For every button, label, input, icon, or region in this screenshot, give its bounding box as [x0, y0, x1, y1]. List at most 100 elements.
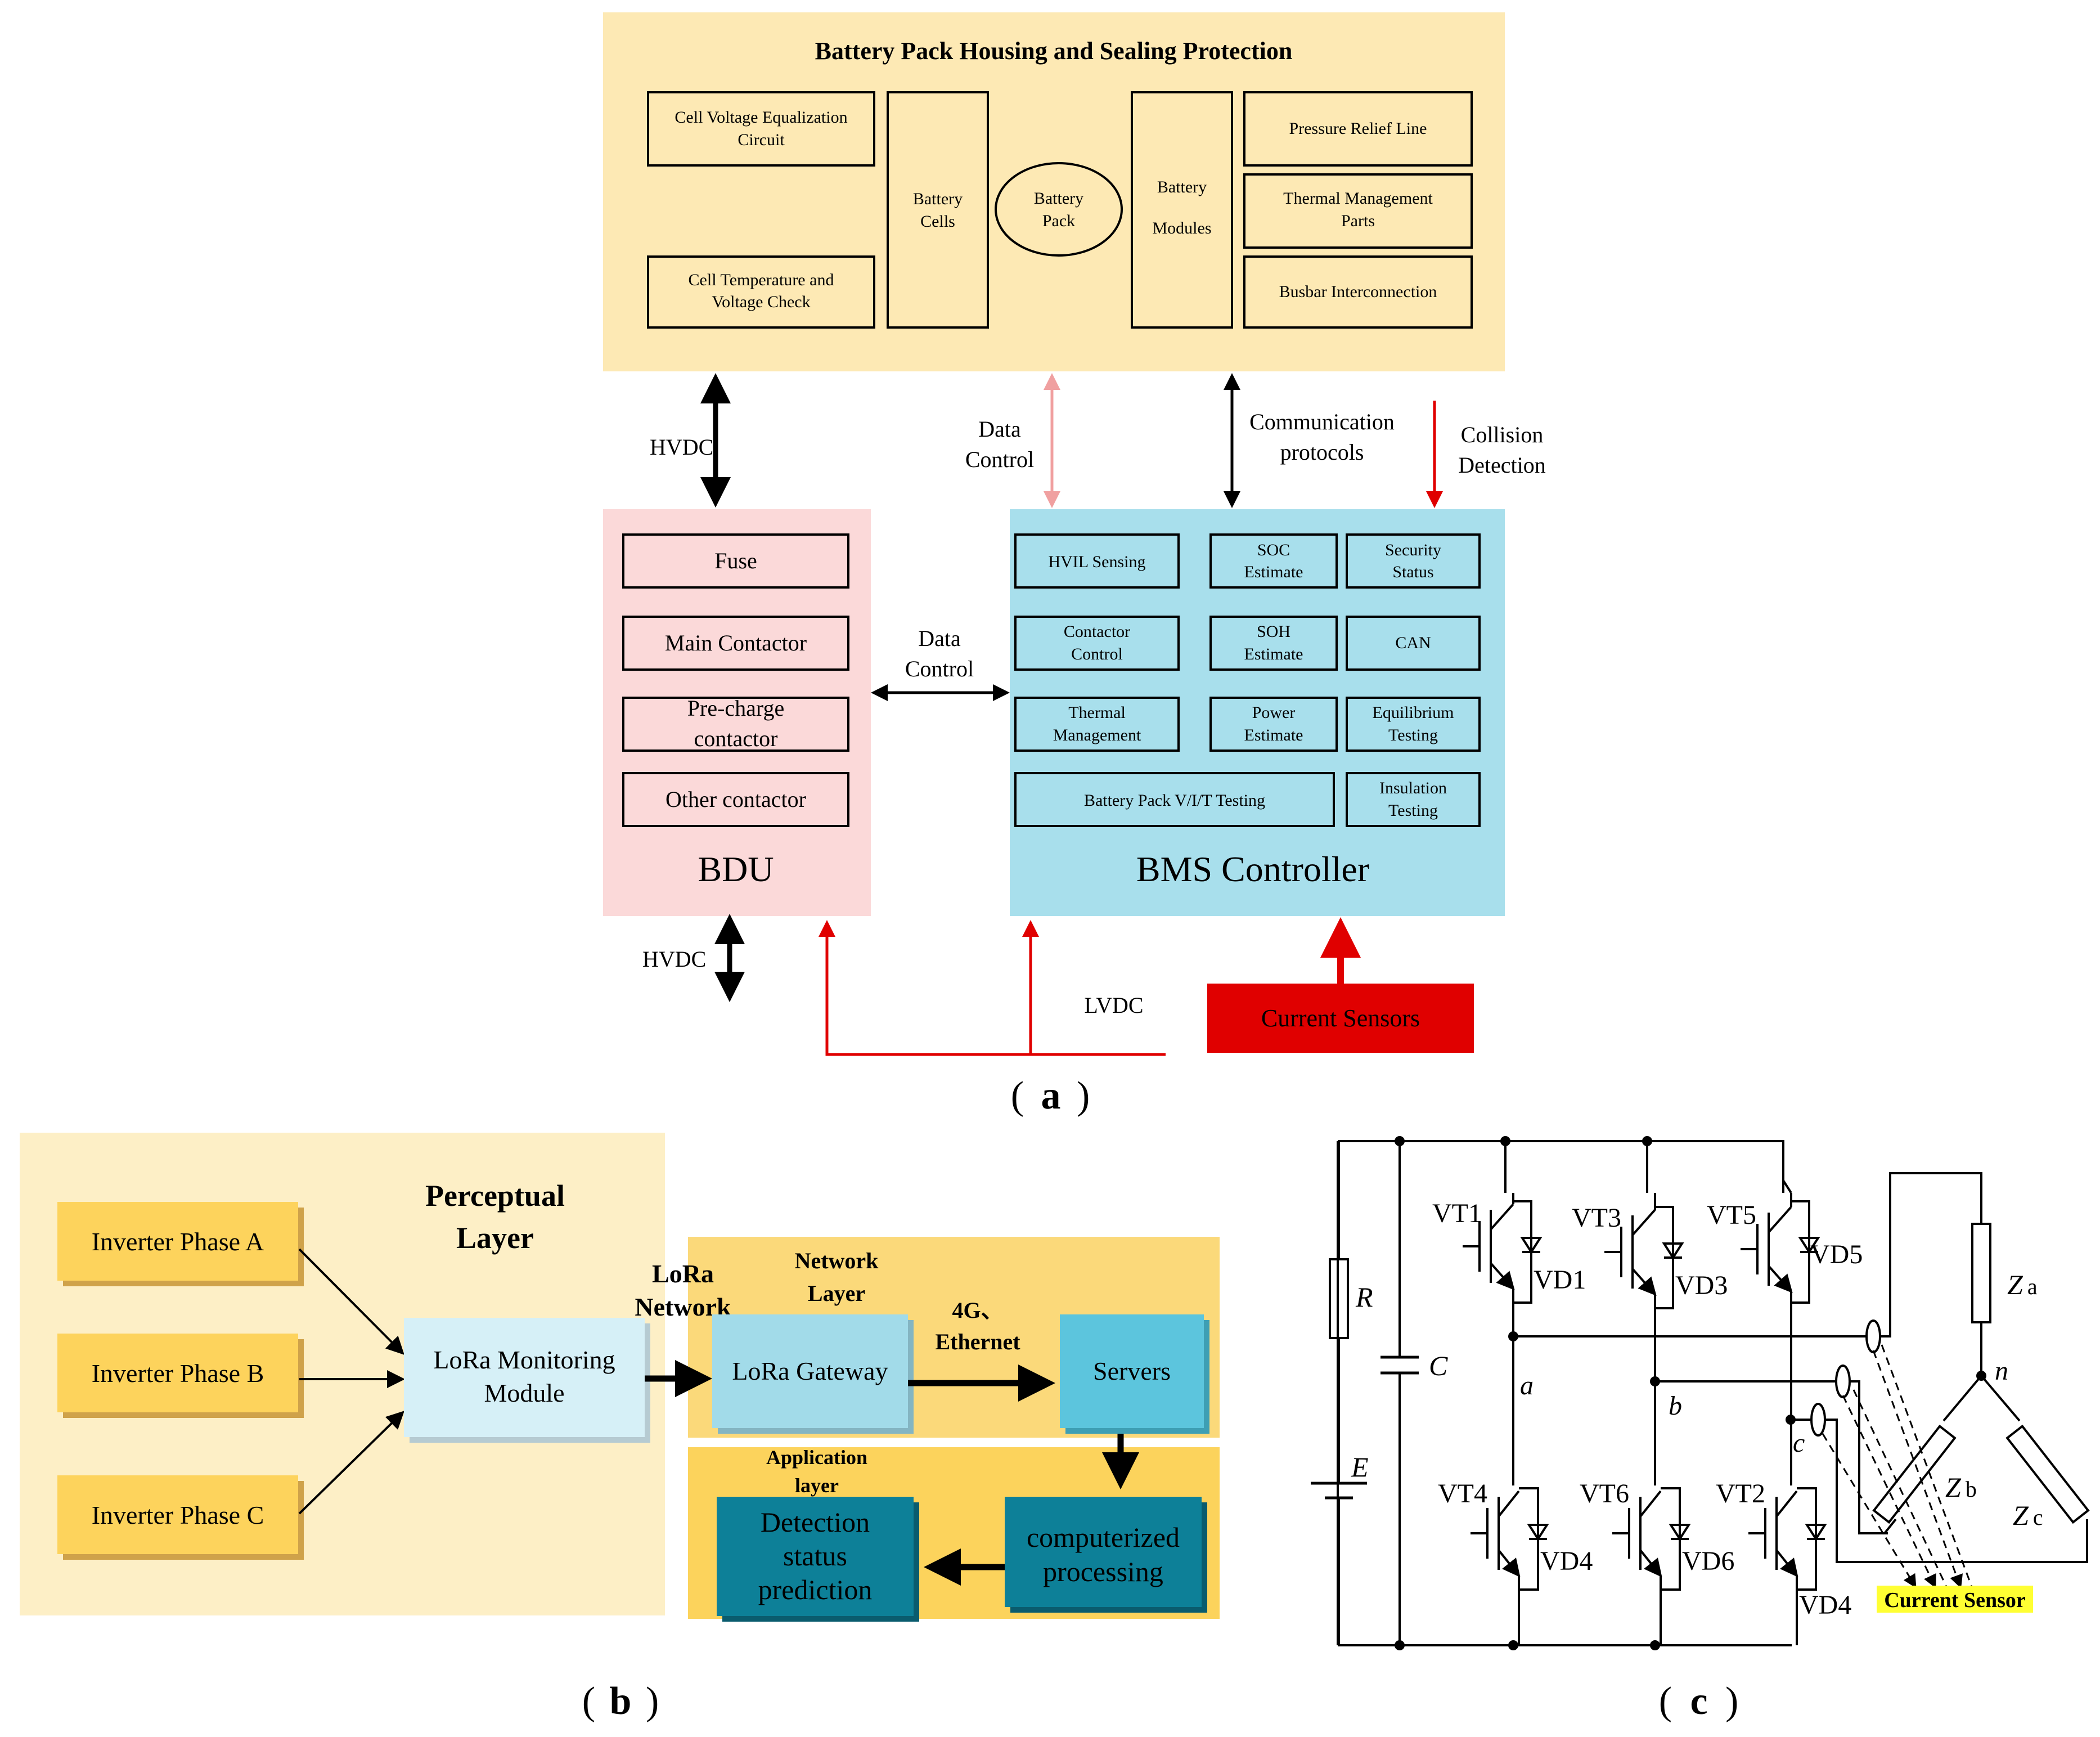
label-vt4: VT4 — [1438, 1479, 1487, 1509]
svg-text:Cell Temperature and: Cell Temperature and — [689, 271, 834, 289]
vt5-igbt — [1741, 1193, 1820, 1304]
label-vt1: VT1 — [1432, 1199, 1482, 1228]
svg-text:Power: Power — [1252, 703, 1296, 722]
svg-text:Testing: Testing — [1388, 726, 1438, 744]
svg-text:Status: Status — [1392, 563, 1433, 581]
svg-text:Testing: Testing — [1388, 801, 1438, 820]
vt1-igbt — [1463, 1193, 1543, 1336]
svg-text:LoRa Gateway: LoRa Gateway — [732, 1357, 888, 1385]
data-control-top-label-2: Control — [965, 447, 1034, 472]
current-sensor-label: Current Sensor — [1884, 1588, 2026, 1612]
vt6-igbt — [1612, 1487, 1691, 1645]
lvdc-line — [819, 920, 1166, 1056]
svg-text:Battery Pack V/I/T Testing: Battery Pack V/I/T Testing — [1084, 791, 1265, 810]
svg-text:b: b — [610, 1680, 632, 1723]
svg-text:Cells: Cells — [920, 212, 955, 231]
caption-c: ( c ) — [1659, 1680, 1739, 1723]
phase-a-arrow — [298, 1248, 404, 1355]
lora-network-label-1: LoRa — [652, 1259, 714, 1288]
thermal-box: Thermal Management — [1014, 697, 1180, 752]
fuse-box: Fuse — [622, 533, 849, 589]
vt3-igbt — [1604, 1193, 1684, 1309]
svg-text:Battery: Battery — [1034, 189, 1083, 208]
label-vt2: VT2 — [1716, 1479, 1765, 1509]
svg-text:Insulation: Insulation — [1379, 779, 1447, 797]
label-c-cap: C — [1429, 1350, 1448, 1381]
network-layer-title-1: Network — [795, 1248, 879, 1273]
perceptual-layer-title-2: Layer — [456, 1221, 534, 1255]
hvdc-top-label: HVDC — [650, 434, 713, 460]
busbar-box: Busbar Interconnection — [1243, 255, 1473, 329]
svg-text:Pre-charge: Pre-charge — [687, 695, 785, 721]
svg-text:Battery: Battery — [913, 190, 963, 208]
svg-text:SOH: SOH — [1257, 622, 1290, 641]
svg-text:Thermal: Thermal — [1068, 703, 1126, 722]
label-node-b: b — [1669, 1391, 1682, 1421]
soh-box: SOH Estimate — [1209, 616, 1338, 671]
label-r: R — [1355, 1281, 1373, 1313]
svg-text:computerized: computerized — [1027, 1521, 1180, 1553]
vt4-igbt — [1471, 1487, 1549, 1645]
main-contactor-box: Main Contactor — [622, 616, 849, 671]
svg-text:Fuse: Fuse — [714, 548, 757, 573]
panel-c: R E C — [1311, 1136, 2090, 1723]
svg-text:SOC: SOC — [1257, 541, 1290, 559]
label-vd5: VD5 — [1810, 1240, 1863, 1269]
data-control-mid-label-1: Data — [918, 626, 961, 651]
svg-text:Battery: Battery — [1157, 178, 1207, 196]
bms-panel — [1010, 509, 1505, 916]
svg-text:Other contactor: Other contactor — [665, 787, 806, 812]
phase-a-wire — [1513, 1172, 1982, 1337]
svg-text:): ) — [1077, 1074, 1090, 1117]
svg-text:prediction: prediction — [758, 1574, 873, 1605]
svg-text:a: a — [1041, 1074, 1061, 1117]
label-vt6: VT6 — [1580, 1479, 1629, 1509]
label-vd6: VD6 — [1682, 1546, 1734, 1576]
cell-temp-check-box: Cell Temperature and Voltage Check — [647, 255, 875, 329]
label-vd2: VD4 — [1799, 1590, 1851, 1620]
svg-text:processing: processing — [1043, 1556, 1163, 1587]
svg-text:Estimate: Estimate — [1244, 645, 1303, 663]
perceptual-layer-title-1: Perceptual — [425, 1179, 565, 1213]
svg-text:Cell Voltage Equalization: Cell Voltage Equalization — [674, 108, 847, 127]
housing-title: Battery Pack Housing and Sealing Protect… — [815, 37, 1293, 65]
svg-text:Voltage Check: Voltage Check — [712, 293, 810, 311]
label-e: E — [1351, 1451, 1369, 1483]
svg-text:LoRa Monitoring: LoRa Monitoring — [433, 1345, 615, 1374]
svg-text:CAN: CAN — [1395, 634, 1431, 652]
phase-c-box: Inverter Phase C — [57, 1475, 304, 1560]
svg-text:(: ( — [582, 1680, 595, 1723]
impedance-zb — [1872, 1424, 1957, 1524]
svg-text:status: status — [783, 1540, 847, 1572]
caption-a: ( a ) — [1011, 1074, 1090, 1117]
svg-text:Module: Module — [484, 1379, 564, 1407]
sensor-leads — [1822, 1344, 1973, 1588]
svg-text:Servers: Servers — [1093, 1357, 1171, 1385]
precharge-box: Pre-charge contactor — [622, 695, 849, 752]
insulation-box: Insulation Testing — [1346, 772, 1481, 827]
phase-b-wire — [1655, 1380, 1888, 1534]
svg-text:Main Contactor: Main Contactor — [665, 630, 807, 656]
soc-box: SOC Estimate — [1209, 533, 1338, 589]
hvil-box: HVIL Sensing — [1014, 533, 1180, 589]
label-vd4: VD4 — [1540, 1546, 1593, 1576]
housing-panel — [603, 12, 1505, 371]
phase-a-box: Inverter Phase A — [57, 1202, 304, 1286]
data-control-top-label-1: Data — [978, 416, 1021, 442]
bdu-title: BDU — [698, 849, 774, 889]
detection-box: Detection status prediction — [717, 1497, 919, 1622]
application-layer-title-1: Application — [766, 1446, 867, 1469]
svg-text:Circuit: Circuit — [738, 131, 785, 149]
lora-module-box: LoRa Monitoring Module — [404, 1318, 650, 1443]
svg-text:): ) — [646, 1680, 659, 1723]
svg-text:Thermal Management: Thermal Management — [1283, 189, 1433, 208]
svg-text:Estimate: Estimate — [1244, 563, 1303, 581]
label-node-a: a — [1520, 1371, 1534, 1401]
svg-text:Current Sensors: Current Sensors — [1261, 1004, 1420, 1032]
phase-c-wire — [1791, 1419, 2088, 1563]
collision-label-1: Collision — [1461, 422, 1544, 447]
lvdc-label: LVDC — [1084, 993, 1143, 1018]
label-vt3: VT3 — [1572, 1203, 1621, 1233]
